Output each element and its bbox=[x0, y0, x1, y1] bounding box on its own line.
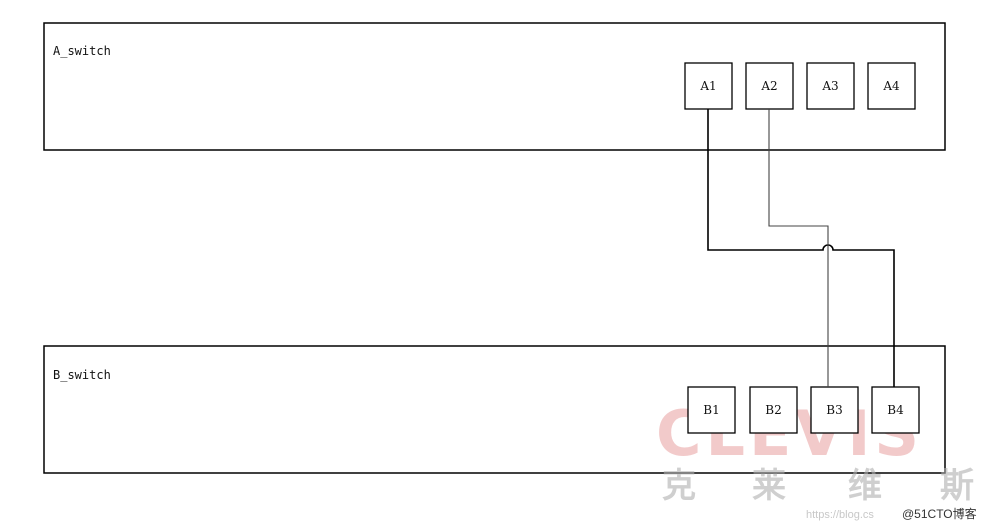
port-a2-label: A2 bbox=[760, 79, 777, 93]
watermark-cn-4: 斯 bbox=[940, 466, 974, 506]
port-a4-box bbox=[867, 62, 916, 110]
port-a2: A2 bbox=[745, 62, 794, 110]
switch-b-label: B_switch bbox=[53, 368, 111, 382]
switch-a-label: A_switch bbox=[53, 44, 111, 58]
watermark-blog: @51CTO博客 bbox=[902, 506, 977, 521]
link-a2-b3 bbox=[768, 109, 829, 387]
port-a3: A3 bbox=[806, 62, 855, 110]
watermark-cn-1: 克 bbox=[662, 466, 696, 506]
port-b1-box bbox=[687, 386, 736, 434]
port-b3-box bbox=[810, 386, 859, 434]
cables bbox=[707, 109, 895, 387]
port-a1-box bbox=[684, 62, 733, 110]
port-a1: A1 bbox=[684, 62, 733, 110]
port-b4: B4 bbox=[871, 386, 920, 434]
port-a1-label: A1 bbox=[699, 79, 716, 93]
port-b4-box bbox=[871, 386, 920, 434]
port-a3-box bbox=[806, 62, 855, 110]
port-b1: B1 bbox=[687, 386, 736, 434]
watermark-cn-2: 莱 bbox=[752, 466, 786, 506]
port-b2: B2 bbox=[749, 386, 798, 434]
watermark-url: https://blog.cs bbox=[806, 509, 874, 521]
port-b3-label: B3 bbox=[826, 403, 842, 417]
port-b3: B3 bbox=[810, 386, 859, 434]
port-b2-box bbox=[749, 386, 798, 434]
port-a4: A4 bbox=[867, 62, 916, 110]
port-b2-label: B2 bbox=[765, 403, 781, 417]
port-a4-label: A4 bbox=[882, 79, 900, 93]
switch-a-box bbox=[43, 22, 946, 151]
switch-b-ports: B1 B2 B3 B4 bbox=[687, 386, 920, 434]
switch-a: A_switch A1 A2 A3 A4 bbox=[43, 22, 946, 151]
watermark-cn-3: 维 bbox=[848, 466, 882, 506]
port-a3-label: A3 bbox=[821, 79, 838, 93]
port-b4-label: B4 bbox=[887, 403, 904, 417]
port-b1-label: B1 bbox=[703, 403, 719, 417]
